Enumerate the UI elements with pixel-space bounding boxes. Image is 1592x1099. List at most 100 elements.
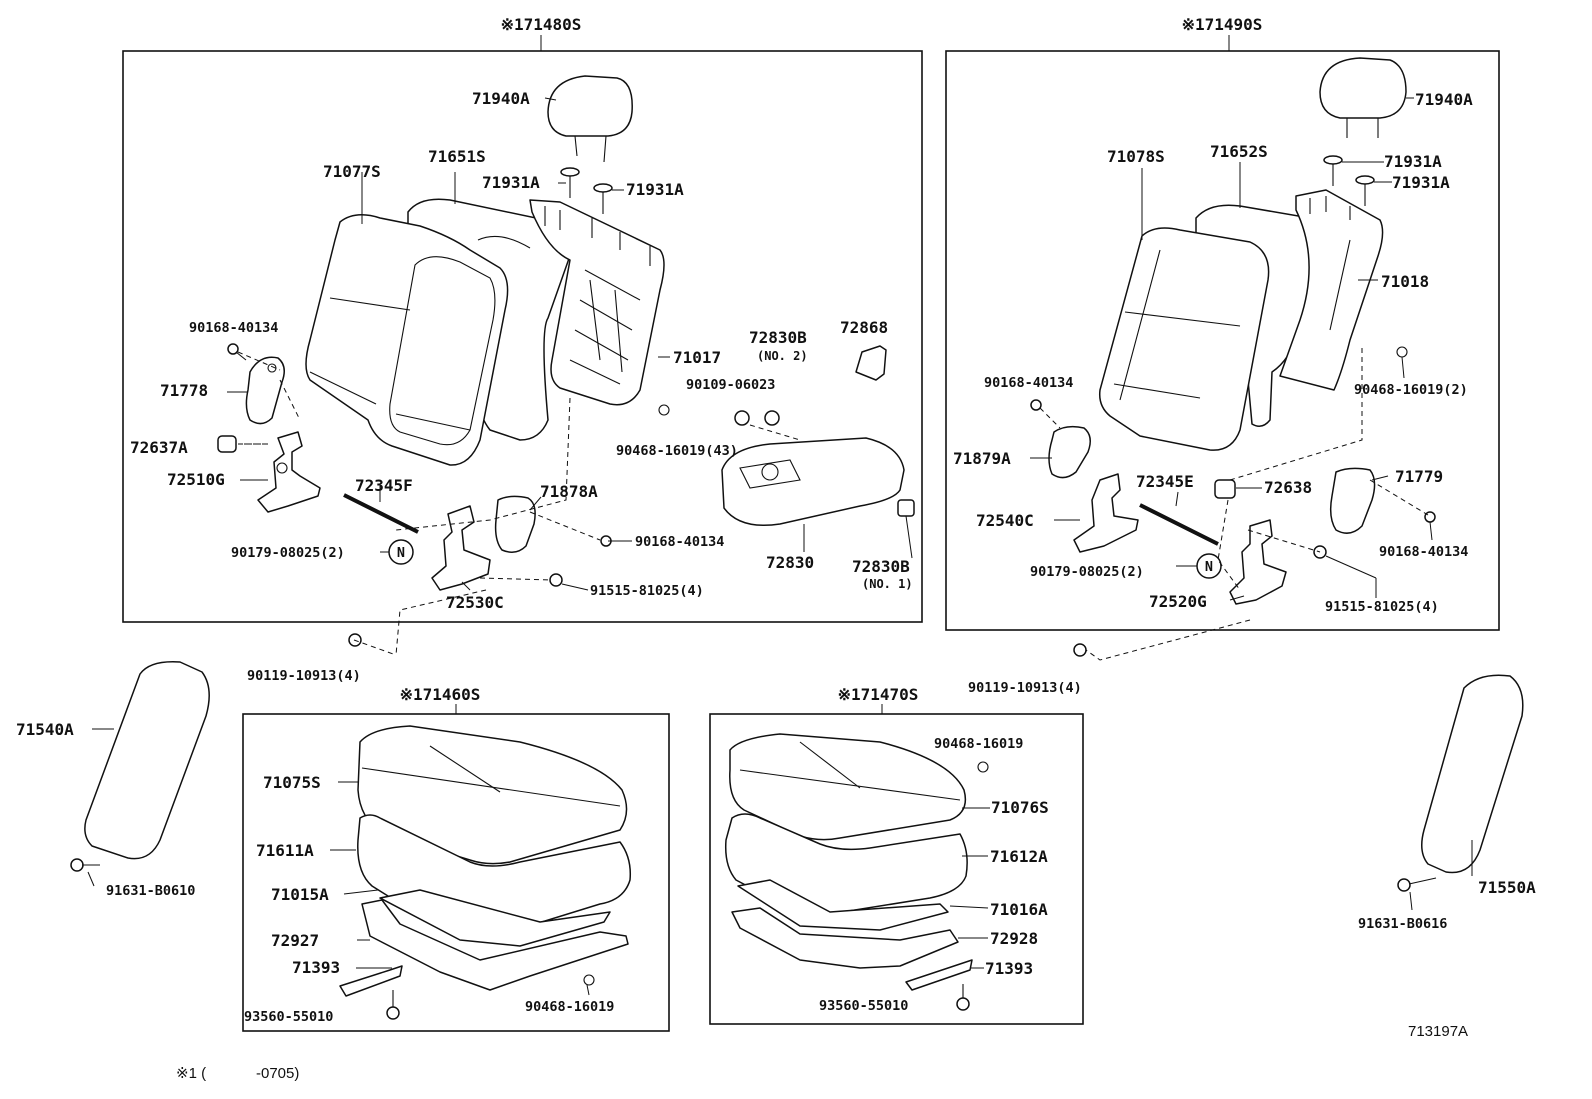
label-72510G: 72510G	[167, 470, 225, 489]
label-72830B-no2: 72830B	[749, 328, 807, 347]
rod-72345E	[1139, 503, 1219, 546]
clip-90109	[734, 410, 780, 426]
label-71931A-r1: 71931A	[1384, 152, 1442, 171]
side-panel-71540A	[84, 661, 210, 860]
label-93560-55010-l: 93560-55010	[244, 1009, 333, 1025]
n-mark-right: N	[1196, 553, 1222, 579]
label-72830: 72830	[766, 553, 814, 572]
cover-72868	[855, 345, 887, 381]
label-71931A-l1: 71931A	[482, 173, 540, 192]
belt-cover-71879A	[1048, 425, 1091, 479]
seatback-cover-71077S	[305, 214, 509, 466]
screw-93560-r	[956, 984, 970, 1011]
label-72637A: 72637A	[130, 438, 188, 457]
label-90179-08025-l: 90179-08025(2)	[231, 545, 345, 561]
n-mark-right-text: N	[1205, 559, 1213, 575]
label-71077S: 71077S	[323, 162, 381, 181]
clip-90468-r	[977, 761, 989, 773]
cushion-frame-71015A	[379, 889, 611, 947]
clip-90468-43	[658, 404, 670, 416]
hinge-72530C	[431, 505, 491, 591]
hinge-72520G	[1229, 519, 1287, 605]
headrest-left	[547, 75, 633, 163]
label-71078S: 71078S	[1107, 147, 1165, 166]
rod-72345F	[343, 493, 419, 534]
bolt-90168-r1	[1030, 399, 1042, 411]
n-mark-left: N	[388, 539, 414, 565]
label-71612A: 71612A	[990, 847, 1048, 866]
hinge-72510G	[257, 431, 321, 513]
knob-72637A	[217, 435, 268, 453]
label-71076S: 71076S	[991, 798, 1049, 817]
label-72830B-no1: 72830B	[852, 557, 910, 576]
label-91631-B0610: 91631-B0610	[106, 883, 195, 899]
cushion-frame-72927	[361, 899, 629, 991]
label-no1: (NO. 1)	[862, 577, 913, 591]
label-72520G: 72520G	[1149, 592, 1207, 611]
bolt-90168-l1	[227, 343, 247, 361]
label-90109-06023: 90109-06023	[686, 377, 775, 393]
label-90119-10913-l: 90119-10913(4)	[247, 668, 361, 684]
clip-90468-l	[583, 974, 595, 986]
label-71540A: 71540A	[16, 720, 74, 739]
cushion-right-box	[709, 713, 1084, 1025]
label-90179-08025-r: 90179-08025(2)	[1030, 564, 1144, 580]
guide-71931A-r2	[1355, 175, 1375, 206]
knob-72638	[1214, 479, 1236, 499]
seatback-frame-71018	[1279, 189, 1384, 391]
guide-71931A-l1	[560, 167, 580, 198]
belt-cover-71778	[245, 356, 285, 425]
n-mark-left-text: N	[397, 545, 405, 561]
label-72927: 72927	[271, 931, 319, 950]
guide-71931A-l2	[593, 183, 613, 214]
label-71017: 71017	[673, 348, 721, 367]
cushion-frame-72928	[731, 907, 959, 969]
label-71016A: 71016A	[990, 900, 1048, 919]
label-71878A: 71878A	[540, 482, 598, 501]
label-71779: 71779	[1395, 467, 1443, 486]
label-90168-40134-l2: 90168-40134	[635, 534, 724, 550]
label-71940A-l: 71940A	[472, 89, 530, 108]
label-72345F: 72345F	[355, 476, 413, 495]
label-91515-81025-r: 91515-81025(4)	[1325, 599, 1439, 615]
label-71651S: 71651S	[428, 147, 486, 166]
label-71015A: 71015A	[271, 885, 329, 904]
label-90168-40134-l1: 90168-40134	[189, 320, 278, 336]
label-71393-l: 71393	[292, 958, 340, 977]
leader-lines	[87, 97, 1473, 996]
screw-93560-l	[386, 990, 400, 1020]
guide-71931A-r1	[1323, 155, 1343, 186]
label-71652S: 71652S	[1210, 142, 1268, 161]
assembly-71480S: ※171480S	[501, 15, 582, 34]
label-90468-16019-r: 90468-16019	[934, 736, 1023, 752]
label-72928: 72928	[990, 929, 1038, 948]
clip-72830B-no1	[897, 499, 915, 517]
bolt-91515-l	[549, 573, 563, 587]
assembly-71460S: ※171460S	[400, 685, 481, 704]
bolt-90168-r2	[1424, 511, 1436, 523]
bolt-90119-r	[1073, 643, 1087, 657]
cushion-frame-71016A	[737, 879, 949, 931]
label-71940A-r: 71940A	[1415, 90, 1473, 109]
label-91515-81025-l: 91515-81025(4)	[590, 583, 704, 599]
label-71550A: 71550A	[1478, 878, 1536, 897]
diagram-id: 713197A	[1408, 1023, 1468, 1040]
rear-back-right-box	[945, 50, 1500, 631]
label-72530C: 72530C	[446, 593, 504, 612]
label-71931A-l2: 71931A	[626, 180, 684, 199]
label-71018: 71018	[1381, 272, 1429, 291]
cushion-part-71393-l	[339, 965, 403, 997]
label-91631-B0616: 91631-B0616	[1358, 916, 1447, 932]
label-72345E: 72345E	[1136, 472, 1194, 491]
cushion-part-71393-r	[905, 959, 973, 991]
label-90468-16019-2: 90468-16019(2)	[1354, 382, 1468, 398]
cover-71878A	[494, 495, 536, 553]
clip-90468-2	[1396, 346, 1408, 358]
assembly-71470S: ※171470S	[838, 685, 919, 704]
label-90168-40134-r2: 90168-40134	[1379, 544, 1468, 560]
label-71778: 71778	[160, 381, 208, 400]
label-72638: 72638	[1264, 478, 1312, 497]
cushion-cover-71076S	[729, 733, 967, 841]
side-panel-71550A	[1421, 674, 1524, 874]
